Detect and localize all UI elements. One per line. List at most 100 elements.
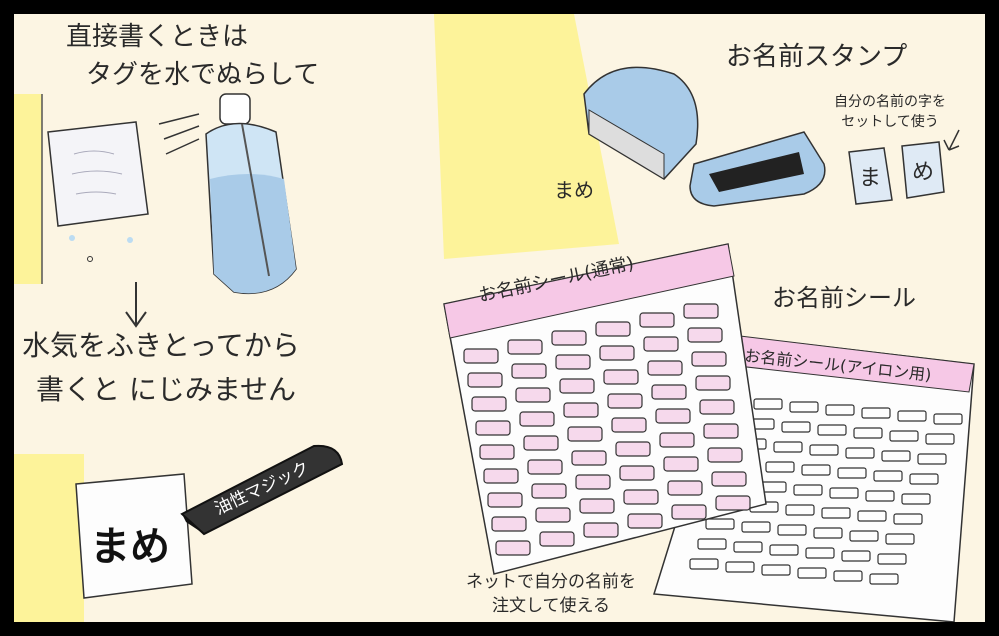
iron-sticker [825,404,855,416]
wall-center [434,14,619,259]
iron-sticker [865,490,895,502]
sticker [627,513,663,529]
iron-sticker [697,538,727,550]
iron-sticker [805,547,835,559]
sticker [599,345,635,361]
iron-sticker [769,544,799,556]
sticker [579,498,615,514]
sticker [551,330,587,346]
iron-sticker [901,493,931,505]
stamp-title: お名前スタンプ [726,42,908,72]
sticker [475,420,511,436]
stamp-case [583,66,826,207]
sticker [711,471,747,487]
iron-sticker [909,473,939,485]
iron-sticker [789,401,819,413]
normal-sticker-sheet [443,243,767,575]
sticker [491,516,527,532]
sticker [647,360,683,376]
iron-sticker [765,461,795,473]
sticker [623,489,659,505]
iron-sticker [705,518,735,530]
iron-sticker [893,513,923,525]
iron-sticker [873,470,903,482]
sticker [563,402,599,418]
iron-sticker [841,550,871,562]
iron-sticker [861,407,891,419]
sticker [695,375,731,391]
oil-marker-icon [180,444,344,536]
stamp-blocks [848,141,945,205]
sticker [507,339,543,355]
iron-sticker [785,504,815,516]
sticker [707,447,743,463]
sticker [463,348,499,364]
sticker [687,327,723,343]
iron-sticker [793,484,823,496]
iron-sticker [833,570,863,582]
iron-sticker [845,447,875,459]
stamp-note: 自分の名前の字を セットして使う [834,94,946,130]
pointer-arrow-icon [943,129,960,151]
sticker [683,303,719,319]
wet-tag [47,121,149,262]
sticker [663,456,699,472]
iron-sticker [857,510,887,522]
stamp-block-1: ま [859,166,882,191]
sticker [703,423,739,439]
sticker [511,363,547,379]
iron-sticker [853,427,883,439]
sticker [603,369,639,385]
sticker [699,399,735,415]
sticker [483,468,519,484]
iron-sticker [837,467,867,479]
sticker [619,465,655,481]
sticker [571,450,607,466]
iron-sticker [829,487,859,499]
caption-bottom: 水気をふきとってから 書くと にじみません [22,329,300,406]
iron-sticker [797,567,827,579]
iron-sticker [821,507,851,519]
sticker [539,531,575,547]
sticker [535,507,571,523]
iron-sticker [741,521,771,533]
iron-sticker [813,527,843,539]
sticker [575,474,611,490]
written-tag [75,473,193,599]
iron-sticker [877,553,907,565]
iron-sticker [917,453,947,465]
sticker [515,387,551,403]
sticker [595,321,631,337]
iron-sticker [849,530,879,542]
sticker [471,396,507,412]
spray-bottle [205,93,297,295]
sticker [555,354,591,370]
iron-sticker [777,524,807,536]
sticker [639,312,675,328]
iron-sticker [761,564,791,576]
sticker [531,483,567,499]
iron-sticker [809,444,839,456]
comic-panel: 直接書くときは タグを水でぬらして 水気をふきとってから 書くと にじみません … [14,14,985,622]
iron-sticker [925,433,955,445]
sticker [583,522,619,538]
illustration [14,14,975,622]
sticker [611,417,647,433]
iron-sticker [753,398,783,410]
iron-sticker [781,421,811,433]
iron-sticker [733,541,763,553]
sticker [487,492,523,508]
iron-sticker [725,561,755,573]
iron-sticker [933,413,963,425]
iron-sticker [881,450,911,462]
wall-left-top [14,94,42,284]
sticker [615,441,651,457]
sticker [667,480,703,496]
caption-top: 直接書くときは タグを水でぬらして [66,22,320,90]
iron-sticker [689,558,719,570]
sticker [655,408,691,424]
sticker [659,432,695,448]
down-arrow-icon [125,282,147,328]
sticker [567,426,603,442]
